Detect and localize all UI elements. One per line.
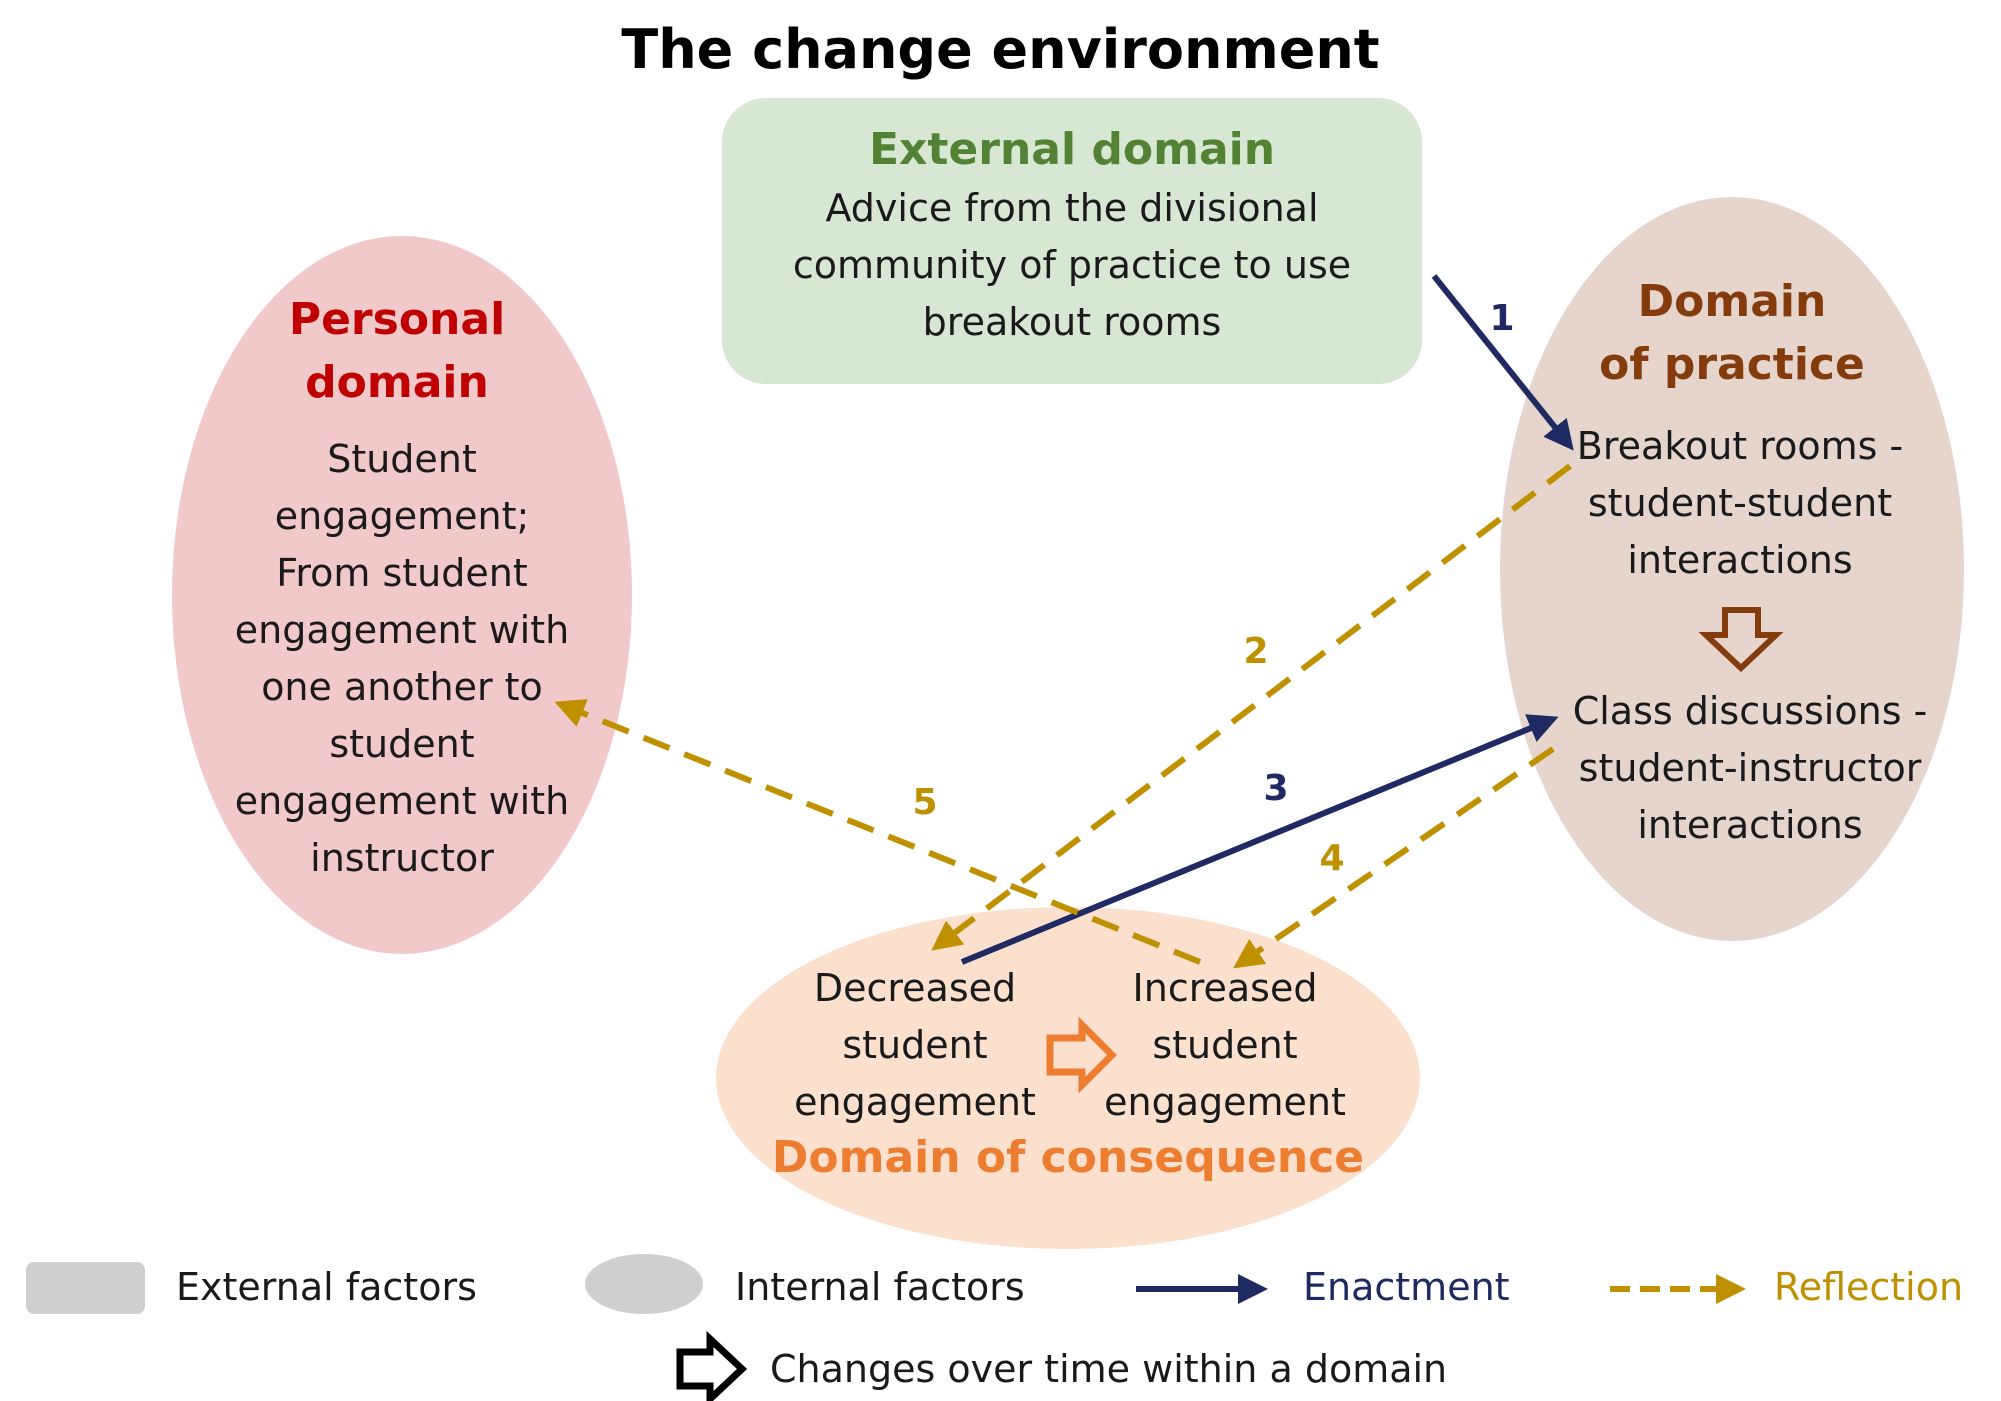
arrow-2-reflection [931, 463, 1572, 951]
decreased-engagement-line: student [842, 1023, 988, 1067]
legend-change-arrow-icon [676, 1330, 748, 1401]
breakout-rooms-line: Breakout rooms - [1576, 424, 1904, 468]
domain-of-practice-heading: Domain of practice [1500, 270, 1964, 396]
increased-engagement-line: engagement [1104, 1080, 1346, 1124]
personal-domain-line: From student [276, 551, 528, 595]
personal-domain-heading-line: domain [305, 357, 489, 408]
arrow-4-reflection [1233, 746, 1555, 969]
arrow-3-label: 3 [1263, 768, 1288, 809]
personal-domain-line: engagement; [274, 494, 530, 538]
personal-domain-heading: Personal domain [172, 288, 622, 414]
arrow-4-label: 4 [1319, 838, 1344, 879]
arrow-3-enactment [960, 714, 1559, 965]
personal-domain-line: engagement with [234, 608, 570, 652]
personal-domain-ellipse [172, 236, 632, 954]
class-discussions-text: Class discussions - student-instructor i… [1560, 683, 1940, 854]
external-domain-heading: External domain [868, 124, 1276, 175]
class-discussions-line: Class discussions - [1572, 689, 1928, 733]
personal-domain-line: instructor [310, 836, 494, 880]
domain-of-practice-heading-line: Domain [1637, 276, 1827, 327]
class-discussions-line: interactions [1637, 803, 1863, 847]
domain-of-consequence-ellipse [716, 907, 1420, 1249]
decreased-engagement-line: engagement [794, 1080, 1036, 1124]
external-domain-line: community of practice to use [792, 243, 1352, 287]
personal-domain-line: Student [327, 437, 477, 481]
personal-domain-text: Student engagement; From student engagem… [172, 431, 632, 887]
practice-change-arrow-icon [1698, 607, 1784, 673]
domain-of-practice-heading-line: of practice [1599, 339, 1865, 390]
diagram-title: The change environment [621, 18, 1380, 81]
legend-external-shape [26, 1262, 145, 1314]
breakout-rooms-line: student-student [1587, 481, 1893, 525]
domain-of-consequence-heading: Domain of consequence [771, 1132, 1365, 1183]
legend-changes-label: Changes over time within a domain [770, 1347, 1448, 1391]
arrow-2-label: 2 [1243, 631, 1268, 672]
legend-internal-label: Internal factors [735, 1265, 1025, 1309]
arrow-1-label: 1 [1489, 298, 1514, 339]
external-domain-line: breakout rooms [922, 300, 1222, 344]
breakout-rooms-line: interactions [1627, 538, 1853, 582]
increased-engagement-line: Increased [1132, 966, 1318, 1010]
legend-external-label: External factors [176, 1265, 477, 1309]
legend-enactment-label: Enactment [1303, 1265, 1510, 1309]
arrow-5-label: 5 [912, 782, 937, 823]
breakout-rooms-text: Breakout rooms - student-student interac… [1560, 418, 1920, 589]
arrow-1-enactment [1431, 274, 1574, 451]
class-discussions-line: student-instructor [1578, 746, 1922, 790]
external-domain-box [722, 98, 1422, 384]
personal-domain-heading-line: Personal [288, 294, 506, 345]
consequence-change-arrow-icon [1046, 1016, 1117, 1094]
decreased-engagement-line: Decreased [813, 966, 1017, 1010]
legend-reflection-label: Reflection [1774, 1265, 1964, 1309]
arrow-5-reflection [554, 699, 1202, 965]
increased-engagement-line: student [1152, 1023, 1298, 1067]
external-domain-text: Advice from the divisional community of … [722, 180, 1422, 351]
decreased-engagement-text: Decreased student engagement [760, 960, 1070, 1131]
legend-internal-shape [585, 1254, 703, 1314]
domain-of-practice-ellipse [1500, 197, 1964, 941]
personal-domain-line: engagement with [234, 779, 570, 823]
external-domain-line: Advice from the divisional [825, 186, 1319, 230]
personal-domain-line: student [329, 722, 475, 766]
personal-domain-line: one another to [261, 665, 543, 709]
increased-engagement-text: Increased student engagement [1065, 960, 1385, 1131]
